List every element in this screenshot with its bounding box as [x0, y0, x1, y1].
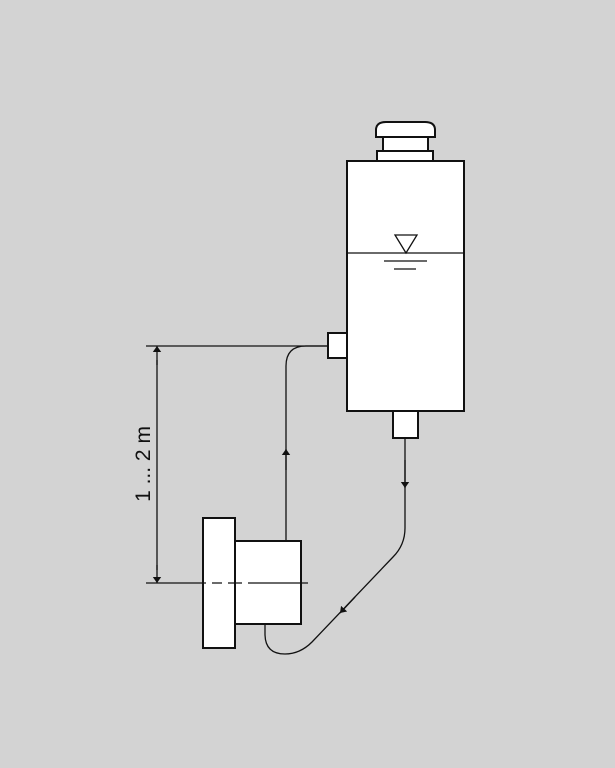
water-level-triangle-icon: [393, 234, 419, 255]
tank-cap: [375, 121, 436, 162]
flow-arrow-diagonal: [339, 596, 356, 614]
tank-side-port: [327, 332, 348, 359]
cap-dome: [375, 121, 436, 138]
return-pipe: [285, 345, 328, 541]
tank-bottom-port: [392, 410, 419, 439]
tank: [327, 160, 465, 439]
pump: [146, 517, 315, 649]
height-dimension: 1 ... 2 m: [132, 345, 328, 583]
supply-pipe: [264, 438, 406, 655]
dimension-label: 1 ... 2 m: [132, 426, 155, 502]
cap-neck: [382, 136, 429, 152]
cap-collar: [376, 150, 434, 162]
tank-body: [346, 160, 465, 412]
